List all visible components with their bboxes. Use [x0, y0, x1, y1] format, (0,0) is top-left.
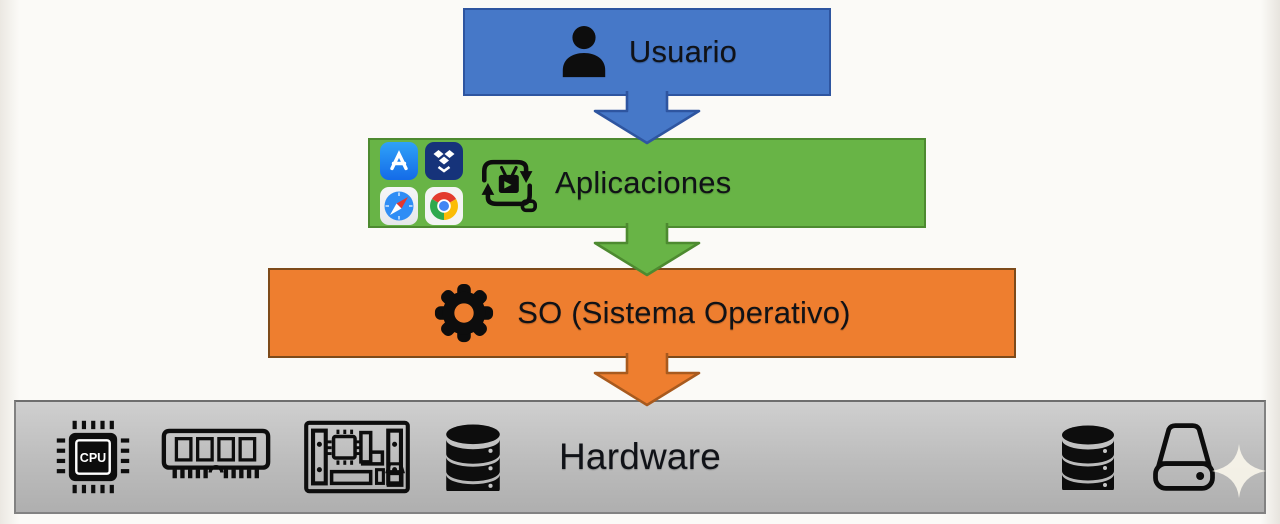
hardware-right-icons	[1058, 402, 1222, 512]
cpu-text: CPU	[80, 451, 106, 465]
arrow-so-to-hardware	[593, 353, 701, 407]
so-layer-box: SO (Sistema Operativo)	[268, 268, 1016, 358]
hard-drive-icon	[1146, 421, 1222, 493]
arrow-usuario-to-aplicaciones	[593, 91, 701, 145]
so-label: SO (Sistema Operativo)	[517, 295, 851, 330]
app-store-icon	[380, 141, 418, 180]
user-icon	[557, 24, 611, 80]
aplicaciones-label: Aplicaciones	[555, 165, 732, 200]
database-icon	[442, 423, 504, 491]
arrow-aplicaciones-to-so	[593, 223, 701, 277]
database-icon	[1058, 424, 1118, 490]
cpu-chip-icon: CPU	[54, 418, 132, 496]
safari-icon	[380, 186, 418, 225]
ram-icon	[160, 427, 272, 487]
chrome-icon	[425, 186, 463, 225]
usuario-layer-box: Usuario	[463, 8, 831, 96]
hardware-layer-bar: CPU	[14, 400, 1266, 514]
sparkle-icon	[1212, 444, 1266, 498]
hardware-left-icons: CPU	[54, 402, 504, 512]
dropbox-icon	[425, 141, 463, 180]
hardware-label: Hardware	[559, 436, 721, 477]
gear-icon	[433, 282, 495, 344]
usuario-label: Usuario	[628, 34, 738, 69]
app-icon-grid	[380, 141, 463, 225]
motherboard-icon	[300, 415, 414, 499]
aplicaciones-layer-box: Aplicaciones	[368, 138, 926, 228]
apps-sync-icon	[475, 153, 539, 213]
